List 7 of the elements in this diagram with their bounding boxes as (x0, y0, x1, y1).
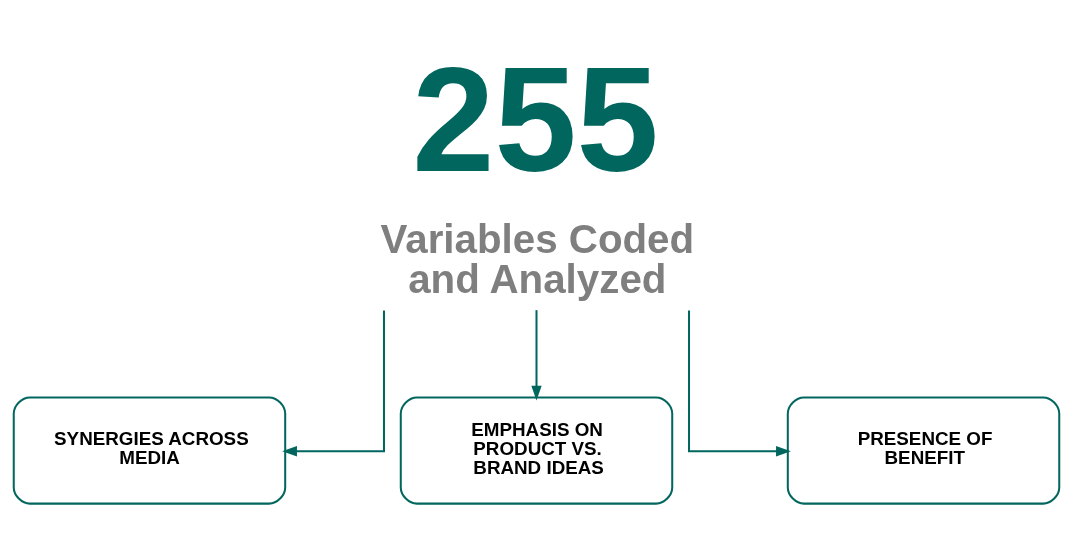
node-box: EMPHASIS ON PRODUCT VS. BRAND IDEAS (399, 395, 674, 505)
node-text: 255 Variables Coded and Analyzed (380, 36, 695, 302)
arrow (531, 309, 542, 400)
node-box: SYNERGIES ACROSS MEDIA (12, 395, 287, 505)
arrow (688, 309, 791, 456)
node-box: PRESENCE OF BENEFIT (786, 395, 1061, 505)
arrow (282, 309, 385, 456)
